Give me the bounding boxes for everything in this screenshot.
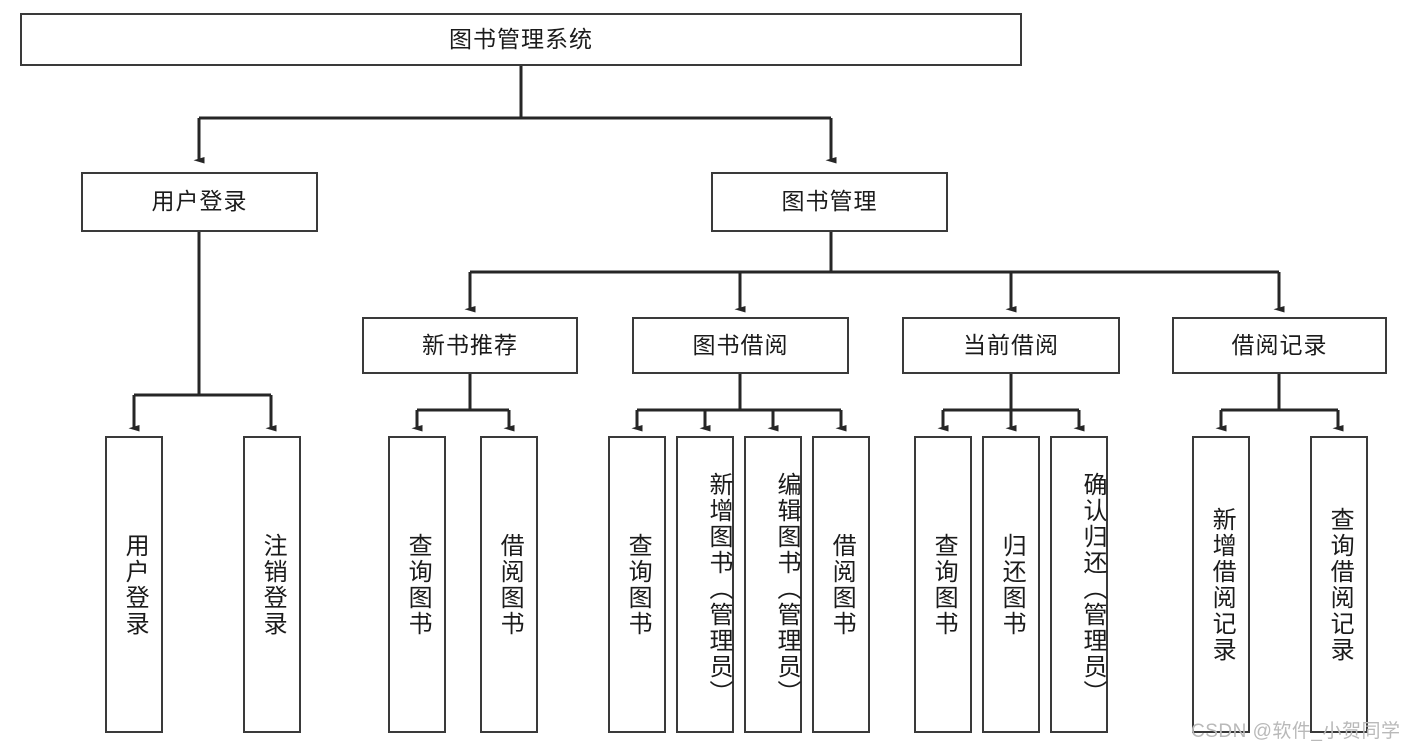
node-label: 查询借阅记录 bbox=[1326, 506, 1354, 663]
csdn-watermark: CSDN @软件_小贺同学 bbox=[1191, 721, 1401, 742]
leaf-add-book[interactable]: 新增图书（管理员） bbox=[676, 436, 734, 733]
node-label: 注销登录 bbox=[259, 532, 287, 637]
node-label: 新增借阅记录 bbox=[1208, 506, 1236, 663]
node-current-borrow[interactable]: 当前借阅 bbox=[902, 317, 1120, 374]
node-label: 借阅图书 bbox=[496, 532, 524, 637]
node-label: 借阅图书 bbox=[828, 532, 856, 637]
leaf-query-book-2[interactable]: 查询图书 bbox=[608, 436, 666, 733]
node-label: 图书管理系统 bbox=[449, 25, 593, 52]
leaf-user-login[interactable]: 用户登录 bbox=[105, 436, 163, 733]
node-label: 当前借阅 bbox=[963, 331, 1059, 358]
node-label: 用户登录 bbox=[121, 532, 149, 637]
leaf-edit-book[interactable]: 编辑图书（管理员） bbox=[744, 436, 802, 733]
node-label: 图书管理 bbox=[781, 188, 878, 215]
node-borrow-record[interactable]: 借阅记录 bbox=[1172, 317, 1387, 374]
leaf-borrow-book-1[interactable]: 借阅图书 bbox=[480, 436, 538, 733]
node-label: 查询图书 bbox=[624, 532, 652, 637]
node-label: 新增图书（管理员） bbox=[705, 471, 732, 706]
leaf-add-record[interactable]: 新增借阅记录 bbox=[1192, 436, 1250, 733]
node-book-borrow[interactable]: 图书借阅 bbox=[632, 317, 849, 374]
node-new-book-recommend[interactable]: 新书推荐 bbox=[362, 317, 578, 374]
node-book-management[interactable]: 图书管理 bbox=[711, 172, 948, 232]
leaf-query-book-1[interactable]: 查询图书 bbox=[388, 436, 446, 733]
node-root-book-management-system[interactable]: 图书管理系统 bbox=[20, 13, 1022, 66]
node-label: 确认归还（管理员） bbox=[1079, 471, 1106, 706]
node-label: 编辑图书（管理员） bbox=[773, 471, 800, 706]
node-user-login[interactable]: 用户登录 bbox=[81, 172, 318, 232]
leaf-return-book[interactable]: 归还图书 bbox=[982, 436, 1040, 733]
leaf-confirm-return[interactable]: 确认归还（管理员） bbox=[1050, 436, 1108, 733]
node-label: 借阅记录 bbox=[1231, 331, 1328, 358]
leaf-query-record[interactable]: 查询借阅记录 bbox=[1310, 436, 1368, 733]
node-label: 归还图书 bbox=[998, 532, 1026, 637]
leaf-logout-login[interactable]: 注销登录 bbox=[243, 436, 301, 733]
node-label: 图书借阅 bbox=[692, 331, 789, 358]
node-label: 查询图书 bbox=[930, 532, 958, 637]
node-label: 新书推荐 bbox=[422, 331, 518, 358]
node-label: 查询图书 bbox=[404, 532, 432, 637]
leaf-borrow-book-2[interactable]: 借阅图书 bbox=[812, 436, 870, 733]
leaf-query-book-3[interactable]: 查询图书 bbox=[914, 436, 972, 733]
node-label: 用户登录 bbox=[151, 188, 248, 215]
